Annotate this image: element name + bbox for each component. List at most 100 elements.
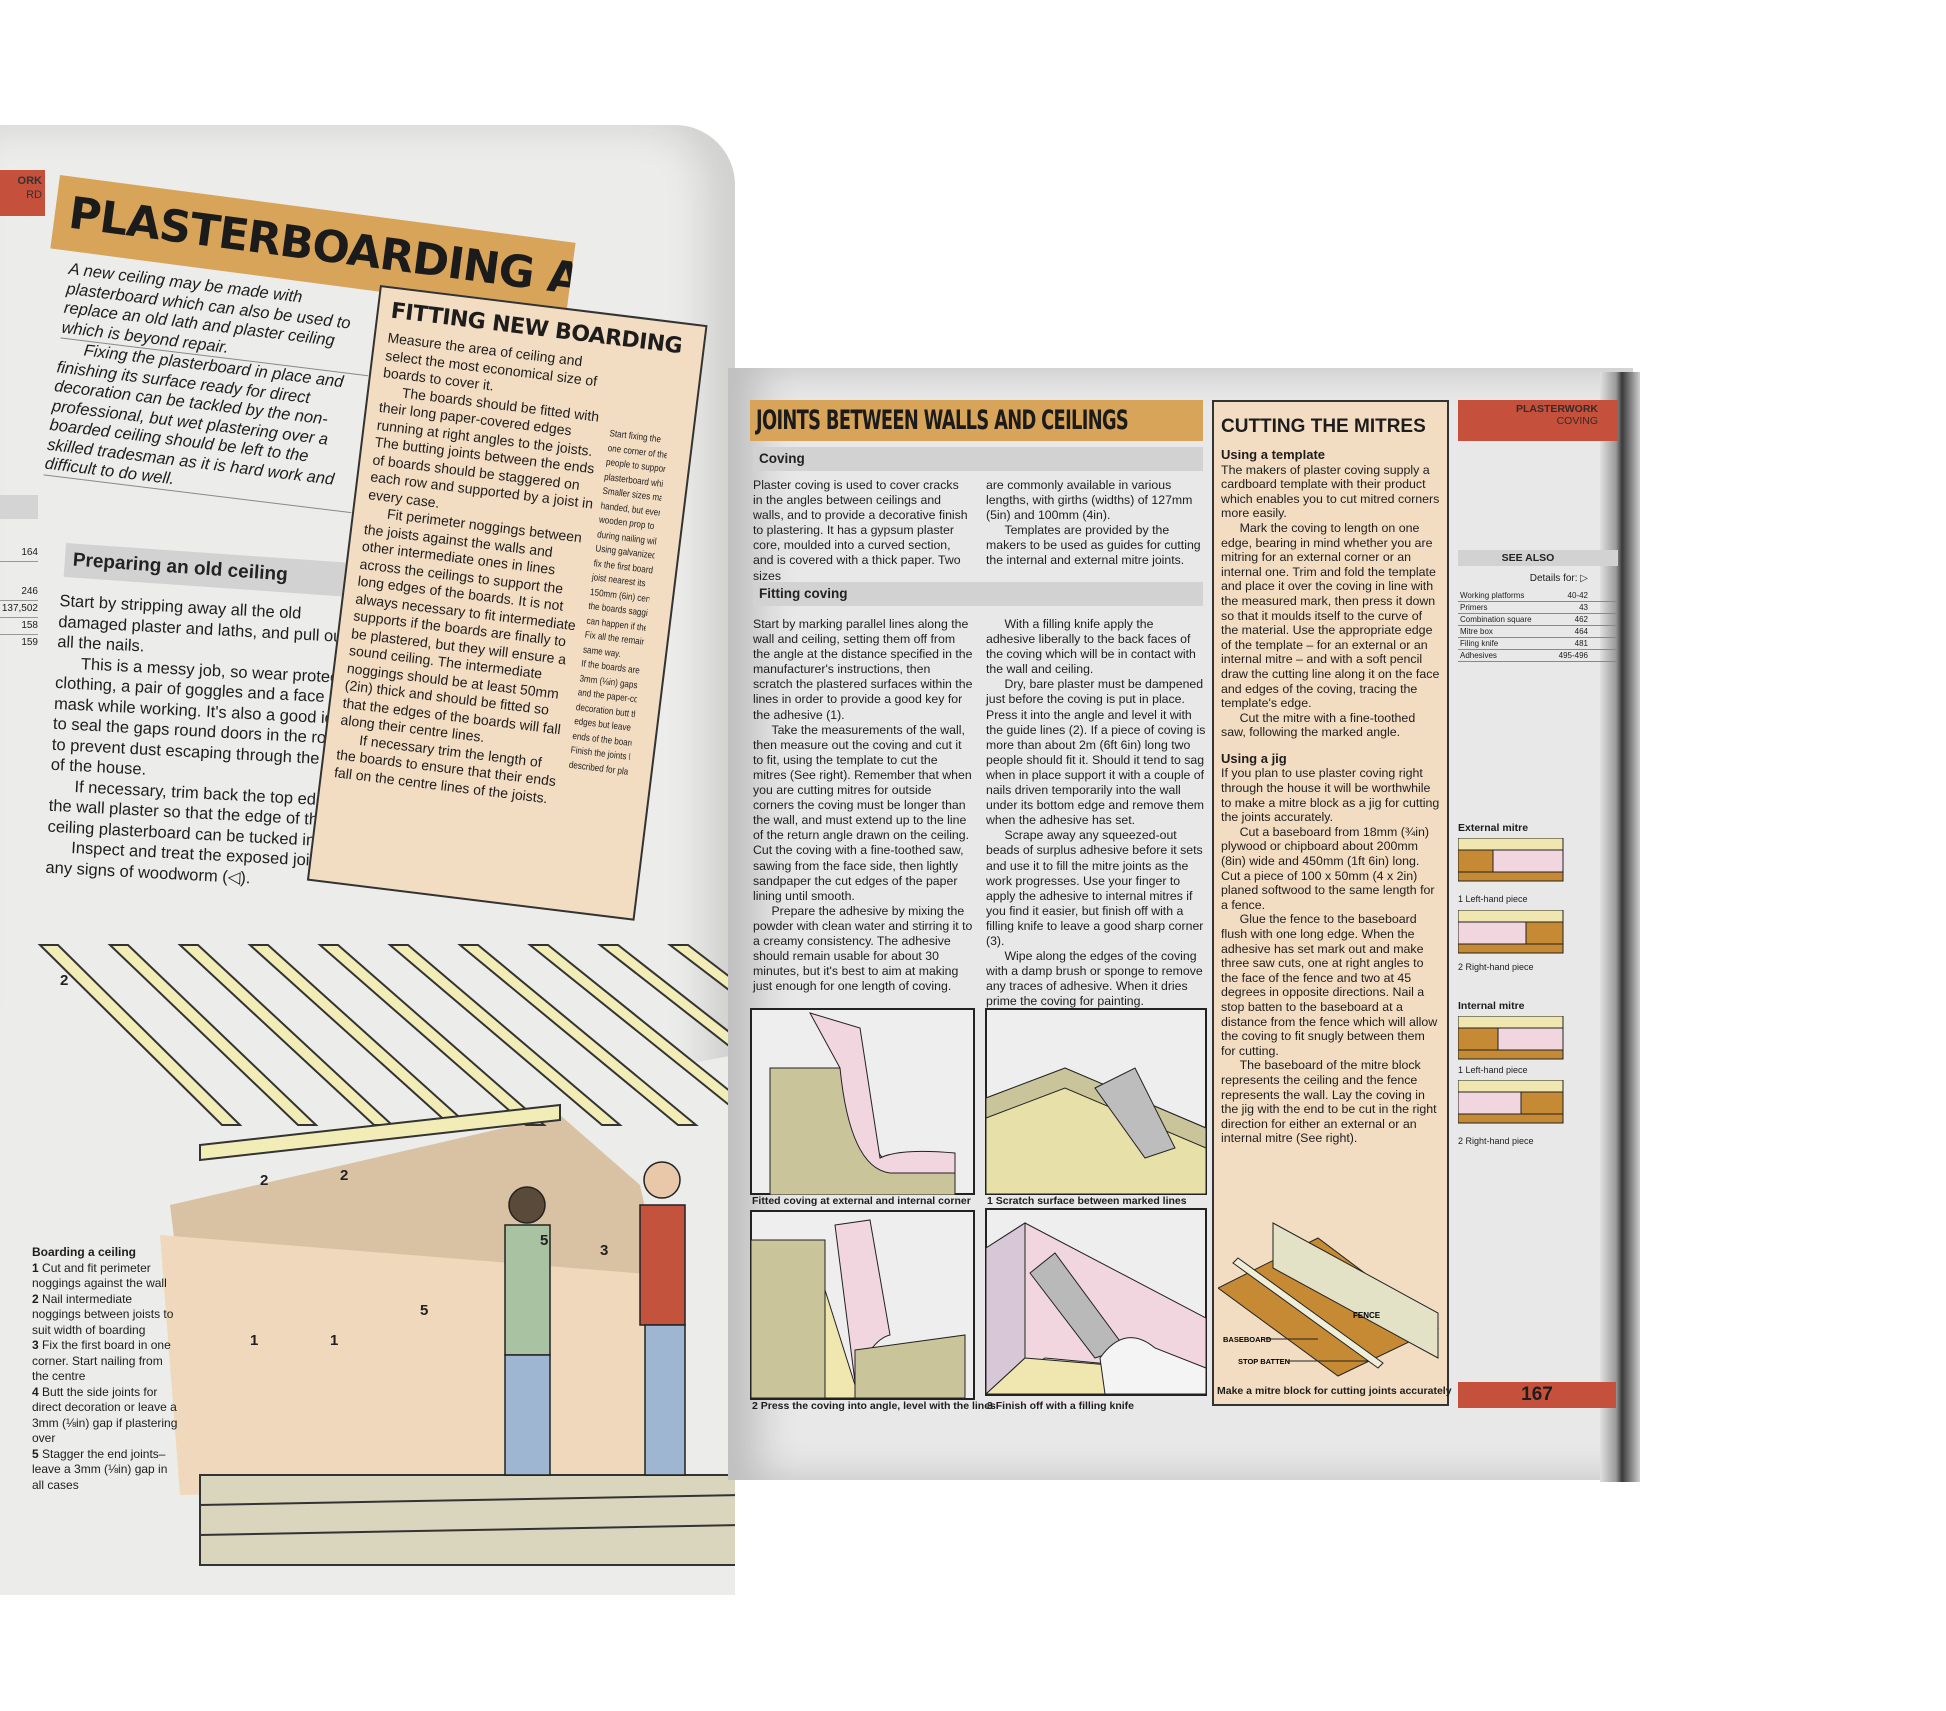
figure-press-coving <box>750 1210 975 1400</box>
figure-caption: 3 Finish off with a filling knife <box>987 1400 1134 1412</box>
ceiling-illustration: 2 2 2 5 5 3 1 1 <box>0 944 735 1595</box>
illustration-label: 3 <box>600 1242 608 1259</box>
see-also-heading: SEE ALSO <box>1458 550 1618 566</box>
joist <box>527 944 735 1112</box>
figure-filling-knife <box>985 1208 1207 1396</box>
ref-number: 137,502 <box>0 601 38 618</box>
joist <box>667 944 735 996</box>
section-tab-line: ORK <box>17 175 42 187</box>
paragraph: With a filling knife apply the adhesive … <box>986 617 1196 677</box>
illustration-label: 2 <box>340 1167 348 1184</box>
fitting-col-2: With a filling knife apply the adhesive … <box>986 617 1206 1009</box>
paragraph: Cut the mitre with a fine-toothed saw, f… <box>1221 710 1416 740</box>
prep-paragraph: This is a messy job, so wear protective … <box>50 654 365 779</box>
illustration-label: 5 <box>420 1302 428 1319</box>
figure-fitted-coving <box>750 1008 975 1195</box>
subsection-label: COVING <box>1556 415 1598 427</box>
scaffold-platform <box>199 1474 735 1566</box>
caption-item: 3 Fix the first board in one corner. Sta… <box>32 1338 182 1385</box>
nogging <box>199 1103 561 1162</box>
coving-col-2: are commonly available in various length… <box>986 478 1206 569</box>
cutting-mitres-title-area: CUTTING THE MITRES <box>1212 400 1449 450</box>
cutting-mitres-box: Using a template The makers of plaster c… <box>1212 447 1452 1406</box>
worker-right <box>639 1161 686 1476</box>
caption-item-number: 1 <box>32 1260 39 1275</box>
box-title: CUTTING THE MITRES <box>1221 416 1426 437</box>
external-mitre-label: External mitre <box>1458 822 1529 834</box>
stop-batten-label: STOP BATTEN <box>1238 1357 1290 1366</box>
baseboard-label: BASEBOARD <box>1223 1335 1272 1344</box>
see-also-page: 481 <box>1574 639 1588 648</box>
mitres-text-area: Using a template The makers of plaster c… <box>1221 447 1441 1146</box>
see-also-topic: Adhesives <box>1460 651 1497 660</box>
see-also-topic: Filing knife <box>1460 639 1499 648</box>
caption-item-number: 2 <box>32 1291 39 1306</box>
external-mitre-right-diagram <box>1458 910 1564 954</box>
caption-item-text: Butt the side joints for direct decorati… <box>32 1384 178 1446</box>
caption-item: 1 Cut and fit perimeter noggings against… <box>32 1261 182 1292</box>
figure-caption: Fitted coving at external and internal c… <box>752 1195 971 1207</box>
fitting-col-1: Start by marking parallel lines along th… <box>753 617 973 994</box>
page-number: 167 <box>1458 1382 1616 1408</box>
paragraph: Glue the fence to the baseboard flush wi… <box>1221 912 1438 1058</box>
paragraph: Start by marking parallel lines along th… <box>753 617 973 722</box>
internal-mitre-right-diagram <box>1458 1080 1564 1124</box>
boarding-caption: Boarding a ceiling 1 Cut and fit perimet… <box>32 1245 182 1493</box>
internal-mitre-left-diagram <box>1458 1016 1564 1060</box>
figure-scratch-surface <box>985 1008 1207 1195</box>
left-piece-label: 1 Left-hand piece <box>1458 1065 1528 1075</box>
see-also-page: 495-496 <box>1558 651 1588 660</box>
caption-item-text: Cut and fit perimeter noggings against t… <box>32 1260 167 1291</box>
see-also-row[interactable]: Filing knife 481 <box>1458 638 1618 650</box>
illustration-label: 2 <box>260 1172 268 1189</box>
section-label: PLASTERWORK <box>1515 403 1598 415</box>
caption-item-number: 3 <box>32 1338 39 1352</box>
paragraph: Wipe along the edges of the coving with … <box>986 949 1203 1009</box>
caption-item-number: 5 <box>32 1446 39 1461</box>
caption-item-text: Nail intermediate noggings between joist… <box>32 1291 174 1337</box>
details-for: Details for: ▷ <box>1529 573 1588 584</box>
joist <box>387 944 623 1126</box>
template-heading: Using a template <box>1221 447 1326 462</box>
coving-heading: Coving <box>753 447 1203 471</box>
left-page: ORK RD 164 246 137,502 158 159 PLASTERBO… <box>0 125 735 1595</box>
see-also-topic: Combination square <box>1460 615 1532 624</box>
illustration-label: 1 <box>330 1332 338 1349</box>
caption-item-text: Fix the first board in one corner. Start… <box>32 1338 171 1383</box>
jig-heading: Using a jig <box>1221 750 1287 766</box>
fitting-coving-heading: Fitting coving <box>753 582 1203 606</box>
coving-col-1: Plaster coving is used to cover cracks i… <box>753 478 971 584</box>
paragraph: Plaster coving is used to cover cracks i… <box>753 478 968 583</box>
see-also-topic: Working platforms <box>1460 591 1525 600</box>
paragraph: The baseboard of the mitre block represe… <box>1221 1058 1437 1146</box>
external-mitre-left-diagram <box>1458 838 1564 882</box>
section-title-band: JOINTS BETWEEN WALLS AND CEILINGS <box>750 400 1203 441</box>
wall <box>160 1235 660 1495</box>
joist <box>317 944 547 1126</box>
see-also-topic: Mitre box <box>1460 627 1493 636</box>
fence-label: FENCE <box>1353 1311 1381 1320</box>
ref-number: 164 <box>0 545 38 562</box>
caption-item-text: Stagger the end joints– leave a 3mm (⅛in… <box>32 1446 168 1492</box>
caption-item: 4 Butt the side joints for direct decora… <box>32 1385 182 1447</box>
caption-title: Boarding a ceiling <box>32 1245 137 1259</box>
paragraph: Dry, bare plaster must be dampened just … <box>986 677 1206 828</box>
internal-mitre-label: Internal mitre <box>1458 1000 1525 1012</box>
see-also-numbers: 164 246 137,502 158 159 <box>0 545 38 651</box>
joist <box>37 944 243 1126</box>
see-also-topic: Primers <box>1460 603 1488 612</box>
worker-left <box>504 1186 551 1476</box>
section-tab: ORK RD <box>0 170 45 216</box>
paragraph: Cut a baseboard from 18mm (¾in) plywood … <box>1221 824 1435 912</box>
caption-item: 5 Stagger the end joints– leave a 3mm (⅛… <box>32 1447 182 1494</box>
figure-caption: 1 Scratch surface between marked lines <box>987 1195 1187 1207</box>
see-also-row[interactable]: Adhesives 495-496 <box>1458 650 1618 662</box>
figure-caption: 2 Press the coving into angle, level wit… <box>752 1400 996 1412</box>
paragraph: Mark the coving to length on one edge, b… <box>1221 520 1440 711</box>
joist <box>597 944 735 1052</box>
paragraph: Take the measurements of the wall, then … <box>753 722 972 903</box>
